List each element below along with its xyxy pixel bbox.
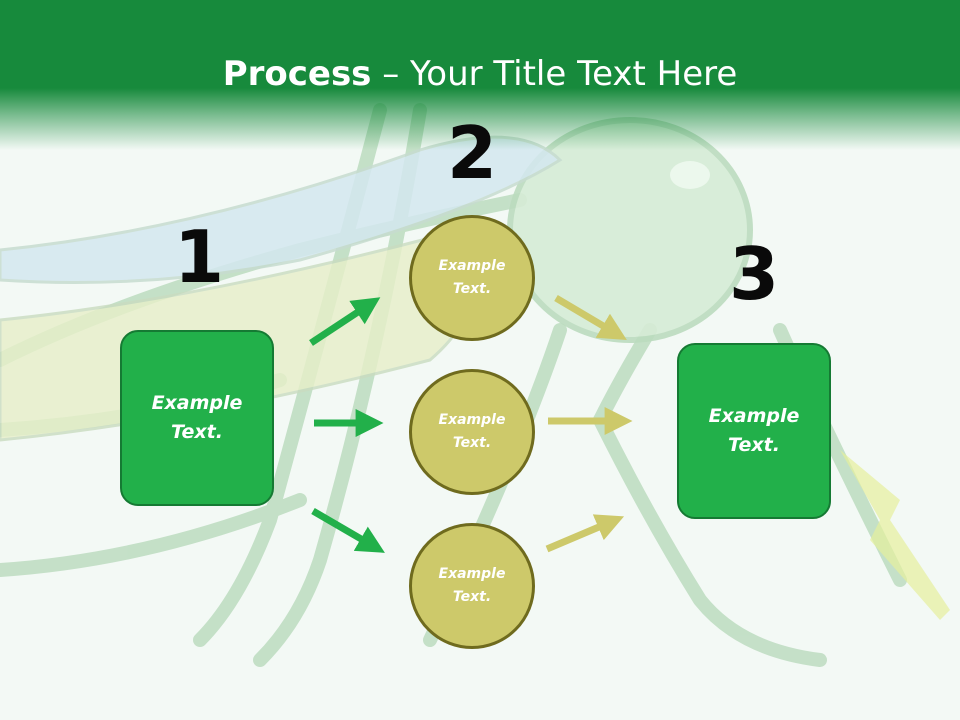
slide-title: Process – Your Title Text Here	[0, 52, 960, 96]
circle-node-bottom: Example Text.	[409, 523, 535, 649]
arrow-bottom-circle-to-right	[545, 514, 625, 553]
header-band	[0, 0, 960, 150]
step-number-2: 2	[446, 111, 498, 195]
right-box-label: Example Text.	[708, 405, 800, 456]
title-bold-part: Process	[222, 54, 372, 94]
circle-node-middle: Example Text.	[409, 369, 535, 495]
left-box-label: Example Text.	[151, 392, 243, 443]
arrow-left-to-top-circle	[309, 297, 381, 346]
right-process-box: Example Text.	[677, 343, 831, 519]
circle-bottom-label: Example Text.	[438, 566, 506, 605]
circle-top-label: Example Text.	[438, 258, 506, 297]
arrow-left-to-bottom-circle	[311, 507, 385, 553]
step-number-1: 1	[173, 215, 225, 299]
left-process-box: Example Text.	[120, 330, 274, 506]
circle-node-top: Example Text.	[409, 215, 535, 341]
arrow-top-circle-to-right	[554, 294, 627, 340]
circle-middle-label: Example Text.	[438, 412, 506, 451]
step-number-3: 3	[728, 232, 780, 316]
title-rest-part: – Your Title Text Here	[371, 54, 738, 94]
